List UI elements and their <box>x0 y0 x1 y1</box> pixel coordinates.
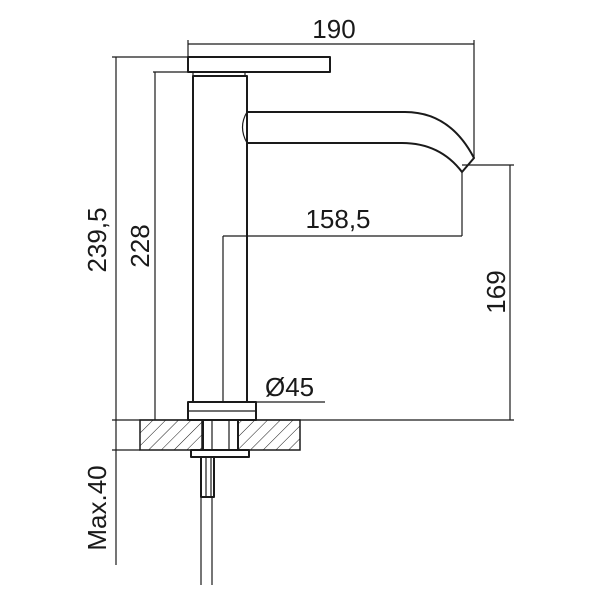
lever-handle <box>187 56 331 73</box>
countertop-right-section <box>237 419 301 451</box>
dimension-spout-height: 169 <box>462 164 514 420</box>
countertop-left-section <box>139 419 203 451</box>
dimension-total-height: 239,5 <box>82 56 188 420</box>
dimension-label-spout-reach: 158,5 <box>305 204 370 234</box>
dimension-label-base-diameter: Ø45 <box>265 372 314 402</box>
faucet-body <box>187 56 475 421</box>
dimension-label-body-height: 228 <box>125 224 155 267</box>
countertop <box>139 419 301 451</box>
dimension-base-diameter: Ø45 <box>256 372 325 403</box>
dimension-label-overall-reach: 190 <box>312 14 355 44</box>
mounting-nut <box>190 449 250 458</box>
dimension-label-spout-height: 169 <box>481 270 511 313</box>
threaded-rod <box>200 456 215 498</box>
dimension-label-max-deck-thickness: Max.40 <box>82 465 112 550</box>
mounting-shank <box>202 419 239 451</box>
faucet-column <box>192 75 248 403</box>
dimension-spout-reach: 158,5 <box>222 172 463 402</box>
dimension-overall-reach: 190 <box>187 14 475 158</box>
dimension-max-deck-thickness: Max.40 <box>82 420 140 565</box>
dimension-label-total-height: 239,5 <box>82 207 112 272</box>
faucet-spout <box>246 111 475 173</box>
dimension-body-height: 228 <box>125 71 248 420</box>
